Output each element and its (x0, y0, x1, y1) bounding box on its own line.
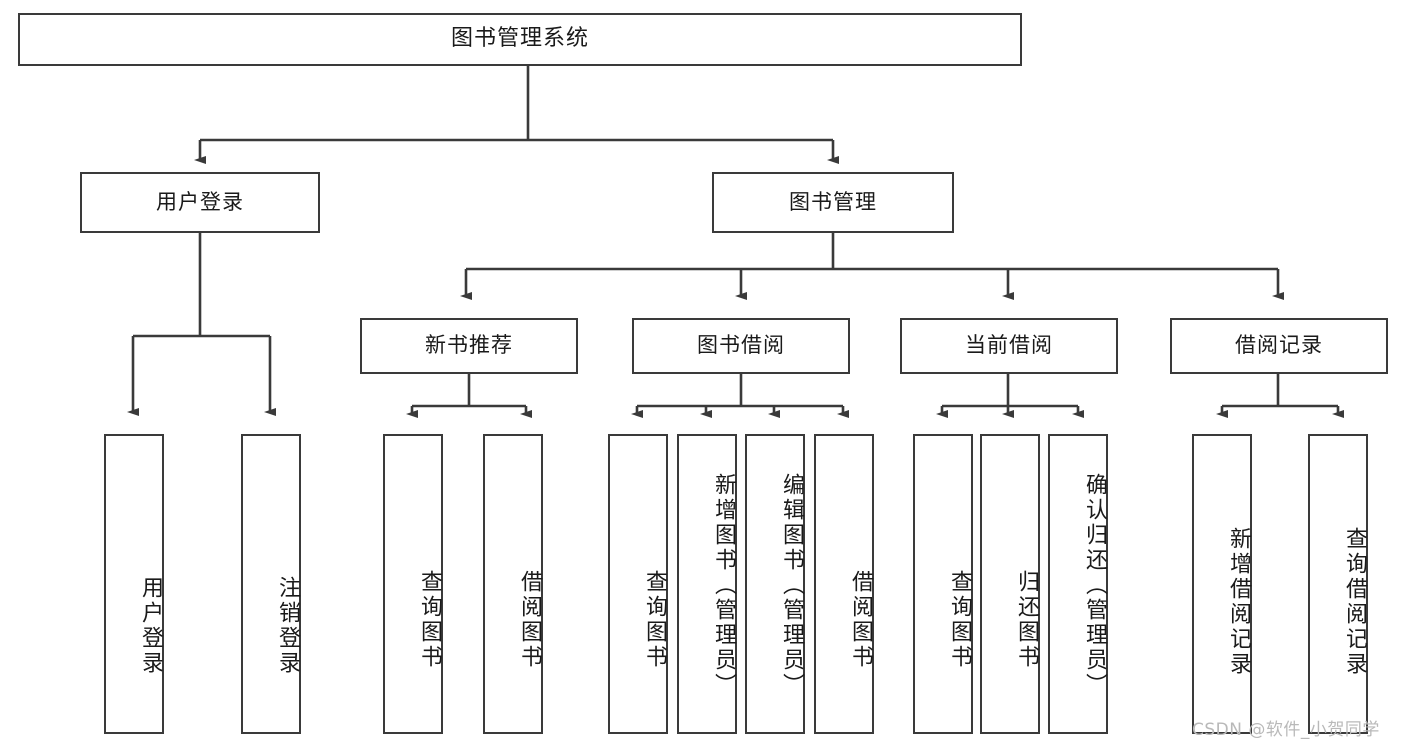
node-root-book-management-system[interactable]: 图书管理系统 (18, 13, 1022, 66)
leaf-user-login[interactable]: 用户登录 (104, 434, 164, 734)
leaf-query-book-current[interactable]: 查询图书 (913, 434, 973, 734)
leaf-add-book-admin[interactable]: 新增图书（管理员） (677, 434, 737, 734)
node-book-borrow[interactable]: 图书借阅 (632, 318, 850, 374)
leaf-edit-book-admin[interactable]: 编辑图书（管理员） (745, 434, 805, 734)
node-user-login[interactable]: 用户登录 (80, 172, 320, 233)
leaf-query-book-recommend[interactable]: 查询图书 (383, 434, 443, 734)
node-current-borrow[interactable]: 当前借阅 (900, 318, 1118, 374)
node-book-management[interactable]: 图书管理 (712, 172, 954, 233)
leaf-query-borrow-record[interactable]: 查询借阅记录 (1308, 434, 1368, 734)
leaf-confirm-return-admin[interactable]: 确认归还（管理员） (1048, 434, 1108, 734)
leaf-add-borrow-record[interactable]: 新增借阅记录 (1192, 434, 1252, 734)
leaf-logout-login[interactable]: 注销登录 (241, 434, 301, 734)
node-new-book-recommend[interactable]: 新书推荐 (360, 318, 578, 374)
leaf-return-book[interactable]: 归还图书 (980, 434, 1040, 734)
csdn-watermark: CSDN @软件_小贺同学 (1192, 720, 1380, 740)
leaf-query-book-borrow[interactable]: 查询图书 (608, 434, 668, 734)
leaf-borrow-book-recommend[interactable]: 借阅图书 (483, 434, 543, 734)
leaf-borrow-book-borrow[interactable]: 借阅图书 (814, 434, 874, 734)
node-borrow-record[interactable]: 借阅记录 (1170, 318, 1388, 374)
